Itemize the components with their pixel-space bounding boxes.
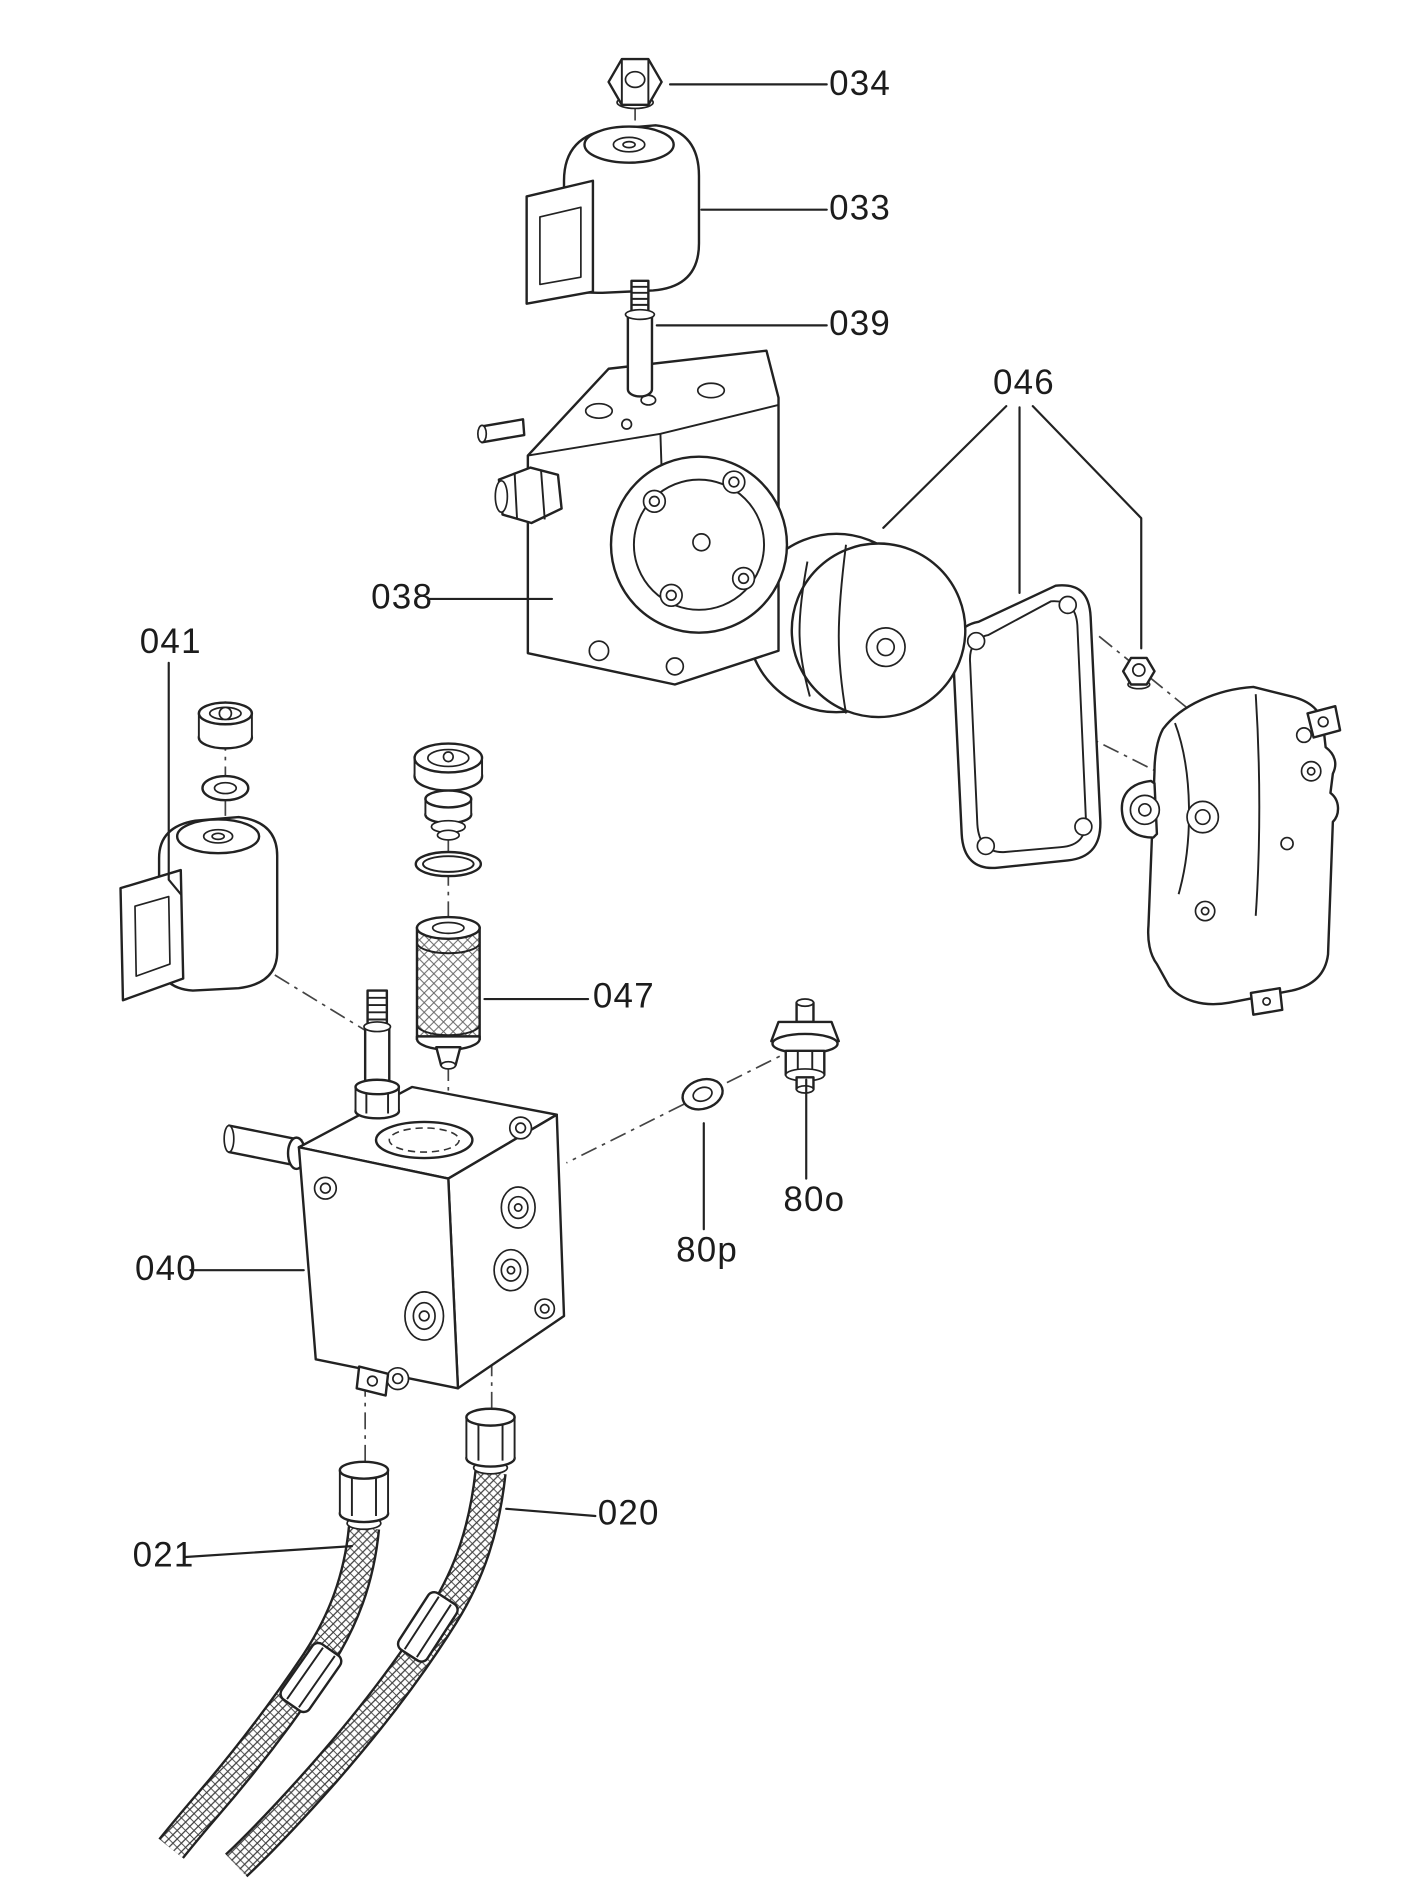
part-solenoid-coil-033	[525, 124, 701, 305]
part-nut-046	[1121, 656, 1156, 690]
leader-lines	[167, 83, 1143, 1559]
part-hose-020	[225, 1407, 516, 1878]
label-039: 039	[829, 304, 891, 343]
part-hose-021	[158, 1460, 390, 1859]
part-o-ring	[414, 850, 483, 878]
part-labels: 034 033 039 046 038 041 047 80o 80p 040 …	[133, 64, 1055, 1575]
part-fitting-80o	[770, 998, 840, 1094]
label-80p: 80p	[676, 1231, 738, 1270]
part-washer-80p	[681, 1077, 724, 1111]
part-cap-041	[197, 701, 254, 750]
part-pump-body-040	[223, 1085, 566, 1397]
part-filter-insert-047	[415, 915, 481, 1070]
label-021: 021	[133, 1536, 195, 1575]
part-actuator-body	[1120, 685, 1342, 1016]
label-038: 038	[371, 578, 433, 617]
label-040: 040	[135, 1249, 197, 1288]
part-gasket-046	[951, 584, 1102, 870]
label-80o: 80o	[783, 1180, 845, 1219]
part-valve-block-038	[476, 349, 789, 686]
part-stud	[354, 989, 401, 1120]
label-033: 033	[829, 188, 891, 227]
part-nut-034	[607, 57, 663, 110]
part-filter-disc-046	[745, 532, 967, 719]
label-046: 046	[993, 363, 1055, 402]
label-020: 020	[598, 1493, 660, 1532]
part-plunger	[413, 742, 484, 841]
part-coil-041	[119, 815, 279, 1002]
label-041: 041	[140, 622, 202, 661]
label-034: 034	[829, 64, 891, 103]
part-valve-stem-039	[624, 279, 656, 398]
label-047: 047	[593, 976, 655, 1015]
